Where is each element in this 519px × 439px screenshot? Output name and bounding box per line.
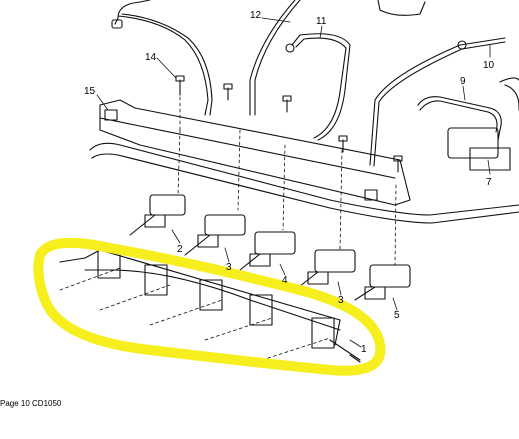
callout-12: 12 <box>250 10 262 21</box>
highlight-ellipse <box>33 237 386 376</box>
page-footer: Page 10 CD1050 <box>0 399 62 408</box>
callout-15: 15 <box>84 86 96 97</box>
callout-9: 9 <box>460 76 466 87</box>
gas-tube-9 <box>417 96 502 141</box>
gas-tube-12 <box>249 0 301 116</box>
regulator-7 <box>447 127 511 171</box>
gas-tube-11 <box>291 33 351 141</box>
valve-3b <box>294 249 356 291</box>
manifold-1 <box>59 247 361 363</box>
mounting-bracket-15 <box>99 99 411 206</box>
cooktop-rail <box>89 142 519 224</box>
gas-tube-left <box>114 0 209 116</box>
callout-1: 1 <box>361 344 367 355</box>
valve-3a <box>184 214 246 256</box>
callout-2: 2 <box>177 244 183 255</box>
valve-2 <box>129 194 186 236</box>
callout-3a: 3 <box>226 262 232 273</box>
callout-3b: 3 <box>338 295 344 306</box>
callout-10: 10 <box>483 60 495 71</box>
valve-4 <box>239 231 296 271</box>
callout-4: 4 <box>282 275 288 286</box>
callout-11: 11 <box>316 16 327 27</box>
callout-7: 7 <box>486 177 492 188</box>
callout-5: 5 <box>394 310 400 321</box>
gas-tube-10 <box>369 37 506 167</box>
valve-5 <box>354 264 411 301</box>
callout-14: 14 <box>145 52 157 63</box>
